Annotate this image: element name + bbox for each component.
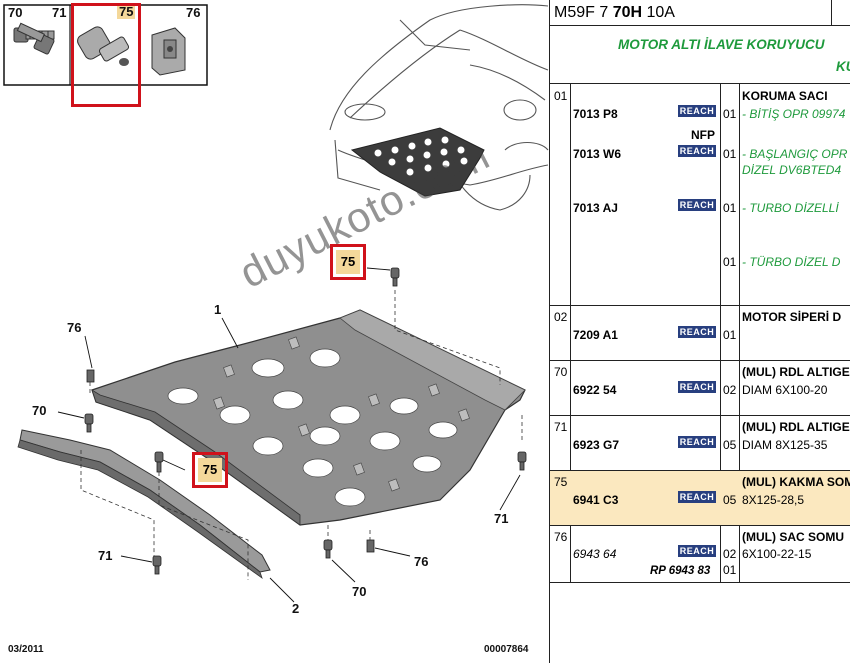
- part-ref[interactable]: 7209 A1: [573, 328, 618, 342]
- part-ref[interactable]: 7013 W6: [573, 147, 622, 161]
- part-desc: (MUL) RDL ALTIGE: [742, 420, 850, 434]
- part-desc: - TURBO DİZELLİ: [742, 201, 839, 215]
- thumb-label-71: 71: [52, 5, 67, 20]
- bolt-71-thumb-icon: [16, 22, 55, 55]
- row-number: 70: [554, 365, 568, 379]
- callout-leaders: [57, 267, 521, 603]
- nfp-label: NFP: [691, 128, 715, 142]
- assembly-dashed-lines: [80, 290, 523, 580]
- callout-75-top[interactable]: 75: [336, 250, 360, 274]
- part-desc-2: DIAM 8X125-35: [742, 438, 828, 452]
- table-row[interactable]: 71 (MUL) RDL ALTIGE 6923 G7 REACH 05 DIA…: [550, 416, 850, 471]
- part-desc: - BİTİŞ OPR 09974: [742, 107, 846, 121]
- quantity: 01: [723, 255, 737, 269]
- table-row[interactable]: 01 KORUMA SACI 7013 P8 REACH 01 - BİTİŞ …: [550, 83, 850, 306]
- part-ref[interactable]: 7013 P8: [573, 107, 618, 121]
- quantity: 01: [723, 147, 737, 161]
- footer-date: 03/2011: [8, 644, 44, 655]
- parts-table: M59F 7 70H 10A MOTOR ALTI İLAVE KORUYUCU…: [550, 0, 850, 663]
- header-separator: [831, 0, 832, 26]
- reach-badge: REACH: [678, 436, 716, 448]
- part-ref[interactable]: 6922 54: [573, 383, 617, 397]
- engine-guard-part-2: [17, 429, 271, 580]
- part-ref[interactable]: 6923 G7: [573, 438, 620, 452]
- col-line: [720, 83, 721, 583]
- skid-plate-part-1: [91, 309, 526, 526]
- table-header: M59F 7 70H 10A: [550, 0, 850, 26]
- part-desc: (MUL) SAC SOMU: [742, 530, 844, 544]
- highlight-thumb-75: [71, 3, 141, 107]
- car-illustration: [329, 4, 549, 211]
- quantity: 05: [723, 493, 737, 507]
- quantity: 05: [723, 438, 737, 452]
- part-desc: (MUL) KAKMA SOM: [742, 475, 850, 489]
- callout-70-left[interactable]: 70: [32, 403, 47, 418]
- reach-badge: REACH: [678, 326, 716, 338]
- reach-badge: REACH: [678, 105, 716, 117]
- header-bold: 70H: [612, 4, 643, 21]
- highlight-callout-75-mid: [192, 452, 228, 488]
- row-heading: KORUMA SACI: [742, 89, 828, 103]
- row-number: 02: [554, 310, 568, 324]
- callout-2[interactable]: 2: [292, 601, 300, 616]
- row-number: 75: [554, 475, 568, 489]
- part-desc: - BAŞLANGIÇ OPR: [742, 147, 848, 161]
- header-rest: 10A: [642, 4, 675, 21]
- diagram-drawing: [3, 4, 549, 603]
- part-ref[interactable]: 6941 C3: [573, 493, 619, 507]
- part-desc: - TÜRBO DİZEL D: [742, 255, 841, 269]
- quantity-2: 01: [723, 563, 737, 577]
- thumb-label-76: 76: [186, 5, 201, 20]
- col-line: [570, 83, 571, 583]
- quantity: 02: [723, 383, 737, 397]
- fastener-bolts: [84, 267, 527, 575]
- part-desc: MOTOR SİPERİ D: [742, 310, 842, 324]
- part-desc-2: DIAM 6X100-20: [742, 383, 828, 397]
- car-underbody-plate: [350, 127, 485, 197]
- table-row-highlighted[interactable]: 75 (MUL) KAKMA SOM 6941 C3 REACH 05 8X12…: [550, 471, 850, 526]
- reach-badge: REACH: [678, 381, 716, 393]
- part-desc: (MUL) RDL ALTIGE: [742, 365, 850, 379]
- part-desc-2: DİZEL DV6BTED4: [742, 163, 842, 177]
- callout-1[interactable]: 1: [214, 302, 222, 317]
- callout-71-left[interactable]: 71: [98, 548, 113, 563]
- header-code: M59F 7: [554, 4, 609, 21]
- title-line-1: MOTOR ALTI İLAVE KORUYUCU: [618, 37, 825, 52]
- quantity: 01: [723, 201, 737, 215]
- part-desc-2: 8X125-28,5: [742, 493, 805, 507]
- title-line-2: KU: [836, 59, 850, 74]
- row-number: 01: [554, 89, 568, 103]
- table-title: MOTOR ALTI İLAVE KORUYUCU KU: [550, 27, 850, 84]
- part-ref[interactable]: 7013 AJ: [573, 201, 618, 215]
- row-number: 71: [554, 420, 568, 434]
- callout-76-left[interactable]: 76: [67, 320, 82, 335]
- footer-code: 00007864: [484, 644, 529, 655]
- table-row[interactable]: 70 (MUL) RDL ALTIGE 6922 54 REACH 02 DIA…: [550, 361, 850, 416]
- callout-76-right[interactable]: 76: [414, 554, 429, 569]
- reach-badge: REACH: [678, 145, 716, 157]
- highlight-callout-75-top: [330, 244, 366, 280]
- quantity: 02: [723, 547, 737, 561]
- row-number: 76: [554, 530, 568, 544]
- part-ref[interactable]: 6943 64: [573, 547, 617, 561]
- rivet-nut-75-thumb-icon: [77, 26, 130, 66]
- reach-badge: REACH: [678, 491, 716, 503]
- part-desc-2: 6X100-22-15: [742, 547, 812, 561]
- thumb-label-70: 70: [8, 5, 23, 20]
- thumb-label-75: 75: [117, 4, 136, 19]
- callout-70-bottom[interactable]: 70: [352, 584, 367, 599]
- exploded-diagram: 70 71 75 76 75 75 76 1 70 71 71 76 70 2 …: [3, 0, 550, 663]
- quantity: 01: [723, 328, 737, 342]
- quantity: 01: [723, 107, 737, 121]
- part-ref-replacement[interactable]: RP 6943 83: [650, 565, 711, 577]
- table-row[interactable]: 76 (MUL) SAC SOMU 6943 64 REACH 02 6X100…: [550, 526, 850, 583]
- callout-75-mid[interactable]: 75: [198, 458, 222, 482]
- reach-badge: REACH: [678, 545, 716, 557]
- clip-nut-76-thumb-icon: [151, 27, 186, 76]
- reach-badge: REACH: [678, 199, 716, 211]
- callout-71-right[interactable]: 71: [494, 511, 509, 526]
- table-row[interactable]: 02 MOTOR SİPERİ D 7209 A1 REACH 01: [550, 306, 850, 361]
- col-line: [739, 83, 740, 583]
